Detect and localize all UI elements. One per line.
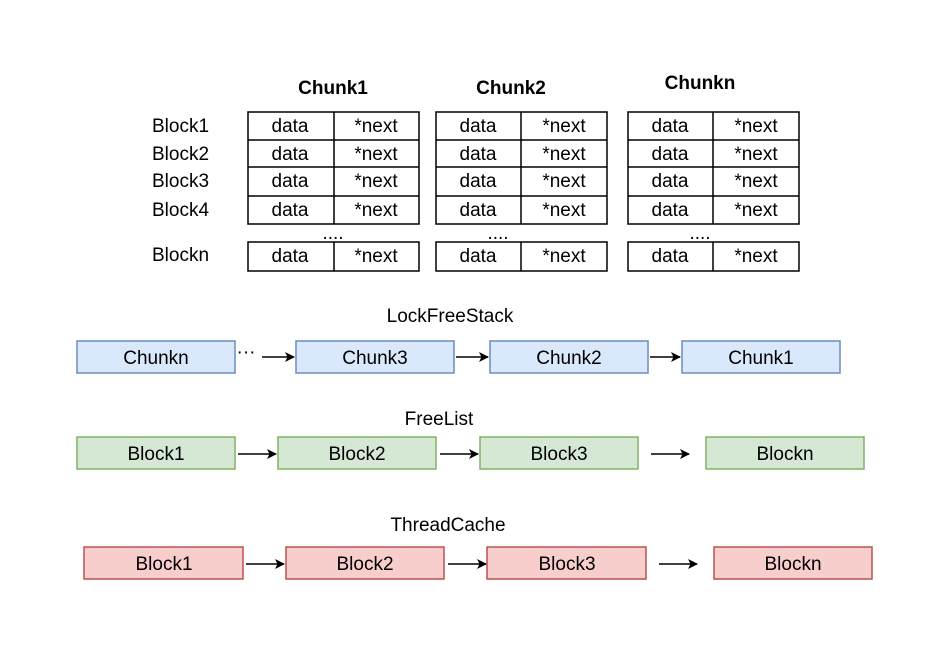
cell-next: *next — [734, 116, 778, 137]
cell-data: data — [652, 116, 689, 137]
cell-data: data — [272, 144, 309, 165]
row-ellipsis-2: .... — [487, 223, 508, 244]
cell-data: data — [652, 171, 689, 192]
cell-data: data — [460, 246, 497, 267]
free-list-node-blockn — [705, 436, 865, 470]
free-list-node-block2 — [277, 436, 437, 470]
cell-next: *next — [734, 171, 778, 192]
free-list-node-label: Block3 — [530, 444, 587, 465]
stack-node-boxes — [76, 340, 841, 374]
cell-data: data — [652, 200, 689, 221]
thread-cache-node-block2 — [285, 546, 445, 580]
stack-node-label: Chunk1 — [728, 348, 794, 369]
stack-node-chunk3 — [295, 340, 455, 374]
thread-cache-title: ThreadCache — [390, 515, 505, 536]
cell-data: data — [460, 171, 497, 192]
chunk-cells-1: data *next data *next data *next data *n… — [272, 116, 399, 267]
cell-next: *next — [542, 144, 586, 165]
cell-next: *next — [542, 116, 586, 137]
chunk-grid-1 — [247, 111, 420, 272]
free-list-node-block1 — [76, 436, 236, 470]
row-label-block4: Block4 — [152, 200, 209, 221]
thread-cache-node-block3 — [486, 546, 647, 580]
row-ellipsis-1: .... — [322, 223, 343, 244]
stack-node-label: Chunk2 — [536, 348, 602, 369]
thread-cache-node-label: Block1 — [135, 554, 192, 575]
chunk-grid-n — [627, 111, 800, 272]
cell-next: *next — [734, 246, 778, 267]
chunk-header-1: Chunk1 — [298, 78, 368, 99]
row-ellipsis-n: .... — [689, 223, 710, 244]
chunk-cells-2: data *next data *next data *next data *n… — [460, 116, 587, 267]
free-list-node-label: Block1 — [127, 444, 184, 465]
row-label-block3: Block3 — [152, 171, 209, 192]
thread-cache-node-blockn — [713, 546, 873, 580]
free-list-node-label: Block2 — [328, 444, 385, 465]
stack-node-chunkn — [76, 340, 236, 374]
cell-data: data — [652, 144, 689, 165]
cell-next: *next — [542, 200, 586, 221]
row-label-block1: Block1 — [152, 116, 209, 137]
row-label-block2: Block2 — [152, 144, 209, 165]
cell-data: data — [652, 246, 689, 267]
cell-next: *next — [354, 246, 398, 267]
cell-data: data — [272, 171, 309, 192]
row-label-blockn: Blockn — [152, 245, 209, 266]
thread-cache-node-block1 — [83, 546, 244, 580]
stack-node-chunk1 — [681, 340, 841, 374]
thread-cache: ThreadCache Block1 Block2 Block3 Blockn — [83, 515, 873, 580]
cell-next: *next — [354, 116, 398, 137]
thread-cache-node-label: Block2 — [336, 554, 393, 575]
chunk-header-2: Chunk2 — [476, 78, 546, 99]
cell-data: data — [272, 200, 309, 221]
chunk-header-n: Chunkn — [665, 73, 736, 94]
cell-data: data — [460, 116, 497, 137]
cell-next: *next — [354, 200, 398, 221]
free-list: FreeList Block1 Block2 Block3 Blockn — [76, 409, 865, 470]
free-list-node-block3 — [479, 436, 639, 470]
cell-data: data — [272, 246, 309, 267]
thread-cache-node-label: Blockn — [764, 554, 821, 575]
thread-cache-boxes — [83, 546, 873, 580]
cell-data: data — [460, 144, 497, 165]
free-list-node-label: Blockn — [756, 444, 813, 465]
lock-free-stack: LockFreeStack Chunkn Chunk3 Chunk2 Chunk… — [76, 306, 841, 374]
cell-next: *next — [734, 144, 778, 165]
free-list-title: FreeList — [405, 409, 474, 430]
cell-next: *next — [542, 246, 586, 267]
cell-next: *next — [542, 171, 586, 192]
free-list-boxes — [76, 436, 865, 470]
cell-data: data — [460, 200, 497, 221]
cell-next: *next — [734, 200, 778, 221]
chunk-table: Block1 Block2 Block3 Block4 Blockn Chunk… — [152, 73, 800, 272]
lock-free-stack-title: LockFreeStack — [387, 306, 514, 327]
stack-node-label: Chunkn — [123, 348, 189, 369]
stack-node-chunk2 — [489, 340, 649, 374]
chunk-cells-n: data *next data *next data *next data *n… — [652, 116, 779, 267]
stack-gap-ellipsis: ··· — [237, 342, 256, 363]
cell-next: *next — [354, 171, 398, 192]
chunk-grid-2 — [435, 111, 608, 272]
cell-data: data — [272, 116, 309, 137]
thread-cache-node-label: Block3 — [538, 554, 595, 575]
stack-node-label: Chunk3 — [342, 348, 408, 369]
cell-next: *next — [354, 144, 398, 165]
